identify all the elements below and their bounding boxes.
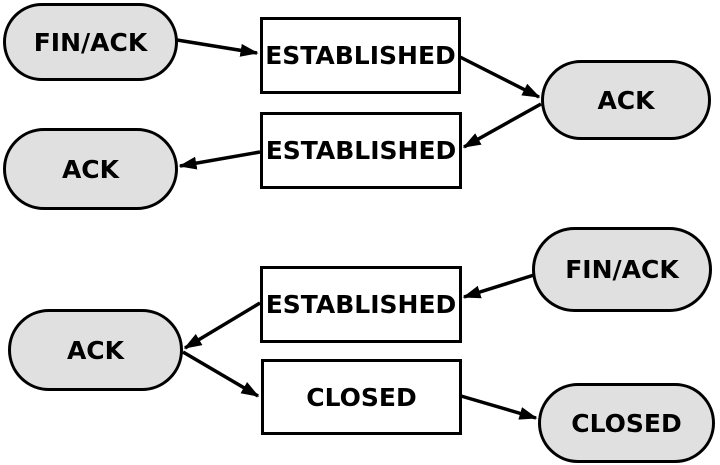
node-label: ACK <box>61 154 120 184</box>
node-label: FIN/ACK <box>565 255 679 284</box>
node-label: FIN/ACK <box>33 27 148 57</box>
edge-established-1-to-ack-right <box>459 55 541 99</box>
node-label: ESTABLISHED <box>265 136 457 165</box>
node-established-2: ESTABLISHED <box>260 112 462 189</box>
node-label: CLOSED <box>306 382 417 412</box>
node-label: ACK <box>597 85 655 115</box>
node-ack-bottom: ACK <box>8 309 183 391</box>
edge-ack-bottom-to-closed-box <box>182 350 260 398</box>
node-label: ESTABLISHED <box>265 290 457 319</box>
node-ack-left: ACK <box>3 128 178 210</box>
edge-established-2-to-ack-left <box>178 150 261 170</box>
node-finack-top: FIN/ACK <box>3 3 178 81</box>
node-ack-right: ACK <box>541 60 711 140</box>
edge-established-3-to-ack-bottom <box>183 301 261 350</box>
edge-finack-top-to-established-1 <box>176 38 259 57</box>
node-closed-box: CLOSED <box>261 359 462 435</box>
node-label: ACK <box>66 335 125 365</box>
node-label: CLOSED <box>571 408 682 438</box>
node-established-1: ESTABLISHED <box>260 17 461 94</box>
node-finack-bottom: FIN/ACK <box>532 227 712 312</box>
edge-closed-box-to-closed-pill <box>460 394 538 420</box>
edge-ack-right-to-established-2 <box>462 102 542 149</box>
node-established-3: ESTABLISHED <box>260 266 462 343</box>
node-closed-pill: CLOSED <box>538 383 715 463</box>
edge-finack-bottom-to-established-3 <box>462 273 535 299</box>
node-label: ESTABLISHED <box>265 41 456 70</box>
